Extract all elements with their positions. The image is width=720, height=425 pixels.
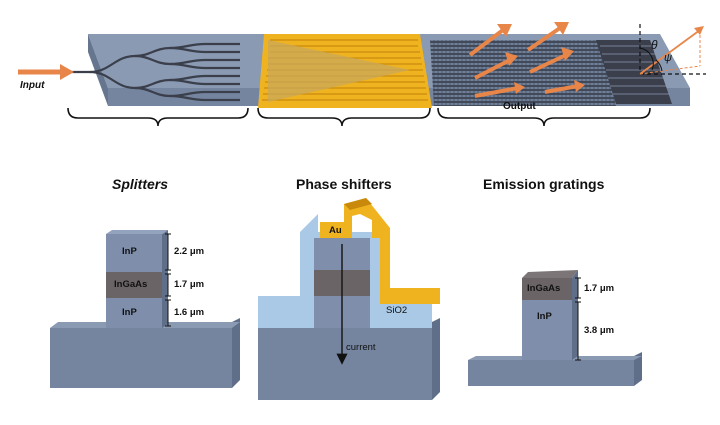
cross-section-phase-shifter bbox=[258, 198, 440, 400]
brace-splitters bbox=[67, 107, 249, 127]
output-label: Output bbox=[503, 101, 536, 112]
phase-shifter-taper bbox=[268, 40, 410, 102]
phase-metal-label: Au bbox=[329, 225, 342, 236]
cross-section-splitter bbox=[50, 230, 240, 388]
grating-layer-inp bbox=[522, 300, 572, 360]
grating-layer-ingaas-label: InGaAs bbox=[527, 283, 561, 294]
theta-label: θ bbox=[651, 38, 658, 52]
phase-shifter-array bbox=[258, 34, 432, 108]
grating-dim-top: 1.7 μm bbox=[584, 283, 615, 294]
layer-inp-top bbox=[106, 234, 162, 272]
phase-current-label: current bbox=[346, 342, 376, 353]
grating-dim-bottom: 3.8 μm bbox=[584, 325, 615, 336]
section-label-splitters: Splitters bbox=[112, 176, 169, 192]
brace-gratings bbox=[437, 107, 651, 127]
splitter-dim-middle: 1.7 μm bbox=[174, 279, 205, 290]
splitter-dim-bottom: 1.6 μm bbox=[174, 307, 205, 318]
phase-oxide-label: SiO2 bbox=[386, 305, 408, 316]
input-label: Input bbox=[20, 80, 45, 91]
section-label-gratings: Emission gratings bbox=[483, 176, 605, 192]
emission-grating bbox=[430, 40, 672, 106]
brace-phase-shifters bbox=[257, 107, 431, 127]
emission-arrows bbox=[468, 22, 585, 98]
angle-inset bbox=[639, 24, 706, 75]
splitter-layer-ingaas: InGaAs bbox=[114, 279, 148, 290]
layer-inp-bottom bbox=[106, 298, 162, 328]
splitter-layer-inp-bottom: InP bbox=[122, 307, 137, 318]
grating-layer-ingaas bbox=[522, 278, 572, 300]
input-arrow bbox=[18, 64, 74, 80]
section-braces bbox=[67, 107, 651, 127]
section-label-phase-shifters: Phase shifters bbox=[296, 176, 392, 192]
grating-layer-inp-label: InP bbox=[537, 311, 552, 322]
gold-contact bbox=[320, 198, 440, 304]
cross-section-grating bbox=[468, 270, 642, 386]
splitter-dim-top: 2.2 μm bbox=[174, 246, 205, 257]
splitter-tree bbox=[70, 42, 240, 102]
layer-ingaas bbox=[106, 272, 162, 298]
psi-label: ψ bbox=[664, 52, 673, 64]
splitter-layer-inp-top: InP bbox=[122, 246, 137, 257]
